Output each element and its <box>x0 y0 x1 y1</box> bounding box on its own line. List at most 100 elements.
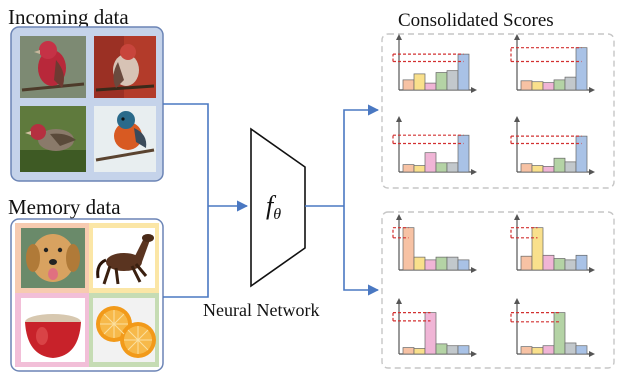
neural-network-shape <box>250 127 306 288</box>
bird-head <box>117 111 135 129</box>
x-axis-arrow-icon <box>589 87 595 93</box>
score-bar <box>424 152 437 173</box>
score-bar <box>457 134 470 173</box>
horse-neck <box>134 238 150 262</box>
grass <box>20 150 86 172</box>
neural-network-label: Neural Network <box>203 300 319 320</box>
score-bar <box>402 227 415 271</box>
score-charts <box>392 34 595 357</box>
score-bar <box>413 165 426 173</box>
score-bar <box>553 79 566 91</box>
score-bar <box>564 342 577 355</box>
score-bar <box>446 162 459 173</box>
score-bar <box>446 345 459 355</box>
network-function-symbol: fθ <box>266 191 281 223</box>
score-bar <box>553 157 566 173</box>
score-bar <box>520 163 533 173</box>
x-axis-arrow-icon <box>471 267 477 273</box>
score-bar <box>520 346 533 355</box>
bird-head <box>30 124 46 140</box>
memory-scores-box <box>381 211 615 369</box>
y-axis-arrow-icon <box>514 298 520 304</box>
score-threshold-line <box>510 312 560 323</box>
score-bar <box>402 79 415 91</box>
score-threshold-line <box>392 227 409 239</box>
x-axis-arrow-icon <box>589 169 595 175</box>
score-threshold-line <box>392 53 464 63</box>
dog-ear-left <box>26 244 40 272</box>
score-threshold-line <box>510 47 582 63</box>
memory-data-title: Memory data <box>8 195 121 219</box>
score-bar <box>564 76 577 91</box>
score-bar <box>542 166 555 173</box>
score-bar <box>435 256 448 271</box>
score-bar <box>413 348 426 355</box>
bowl-shine <box>36 327 48 345</box>
y-axis-arrow-icon <box>396 298 402 304</box>
score-bar <box>457 345 470 355</box>
score-bar <box>520 80 533 91</box>
branch <box>21 82 85 92</box>
score-bar <box>575 47 588 91</box>
score-bar <box>575 135 588 173</box>
x-axis-arrow-icon <box>471 87 477 93</box>
bird-wing <box>50 133 76 146</box>
network-parameter-subscript: θ <box>273 206 281 223</box>
score-bar <box>531 227 544 271</box>
orange-segments <box>100 310 152 354</box>
bird-head <box>39 41 57 59</box>
score-bar <box>446 256 459 271</box>
x-axis-arrow-icon <box>589 351 595 357</box>
x-axis-arrow-icon <box>471 169 477 175</box>
y-axis-arrow-icon <box>396 116 402 122</box>
y-axis-arrow-icon <box>514 34 520 40</box>
horse-legs <box>102 263 148 285</box>
y-axis-arrow-icon <box>514 116 520 122</box>
y-axis-arrow-icon <box>514 214 520 220</box>
horse-head <box>142 234 154 242</box>
score-bar <box>575 254 588 271</box>
score-bar <box>402 347 415 355</box>
dog-nose <box>49 259 57 265</box>
bird-beak <box>34 50 40 54</box>
memory-image-1 <box>15 223 89 293</box>
score-threshold-line <box>392 312 431 322</box>
incoming-connector-line <box>163 103 209 206</box>
score-threshold-line <box>510 135 582 145</box>
score-bar <box>564 259 577 271</box>
score-bar <box>424 259 437 271</box>
score-bar <box>446 70 459 91</box>
x-axis-arrow-icon <box>589 267 595 273</box>
bird-eye <box>121 117 125 121</box>
score-bar <box>531 347 544 355</box>
score-bar <box>553 312 566 355</box>
dog-ear-right <box>66 244 80 272</box>
bird-wing <box>113 62 124 88</box>
memory-image-4 <box>89 293 159 367</box>
y-axis-arrow-icon <box>396 214 402 220</box>
score-bar <box>520 255 533 271</box>
dog-eye-left <box>43 247 49 253</box>
branch <box>95 84 155 92</box>
incoming-image-1 <box>20 36 86 98</box>
incoming-image-3 <box>20 106 86 172</box>
score-bar <box>564 161 577 173</box>
horse-tail <box>96 258 107 279</box>
score-threshold-line <box>392 134 464 145</box>
branch <box>95 148 155 162</box>
score-bar <box>542 254 555 271</box>
memory-image-3 <box>15 293 89 367</box>
score-bar <box>457 259 470 271</box>
score-bar <box>413 256 426 271</box>
score-bar <box>435 162 448 173</box>
score-bar <box>457 53 470 91</box>
incoming-scores-box <box>381 33 615 189</box>
network-function-name: f <box>266 191 277 220</box>
score-bar <box>531 81 544 91</box>
y-axis-arrow-icon <box>396 34 402 40</box>
bird-wing <box>54 60 64 88</box>
score-bar <box>542 345 555 355</box>
dog-eye-right <box>57 247 63 253</box>
output-arrow-upper <box>343 104 380 206</box>
bird-head <box>120 44 136 60</box>
